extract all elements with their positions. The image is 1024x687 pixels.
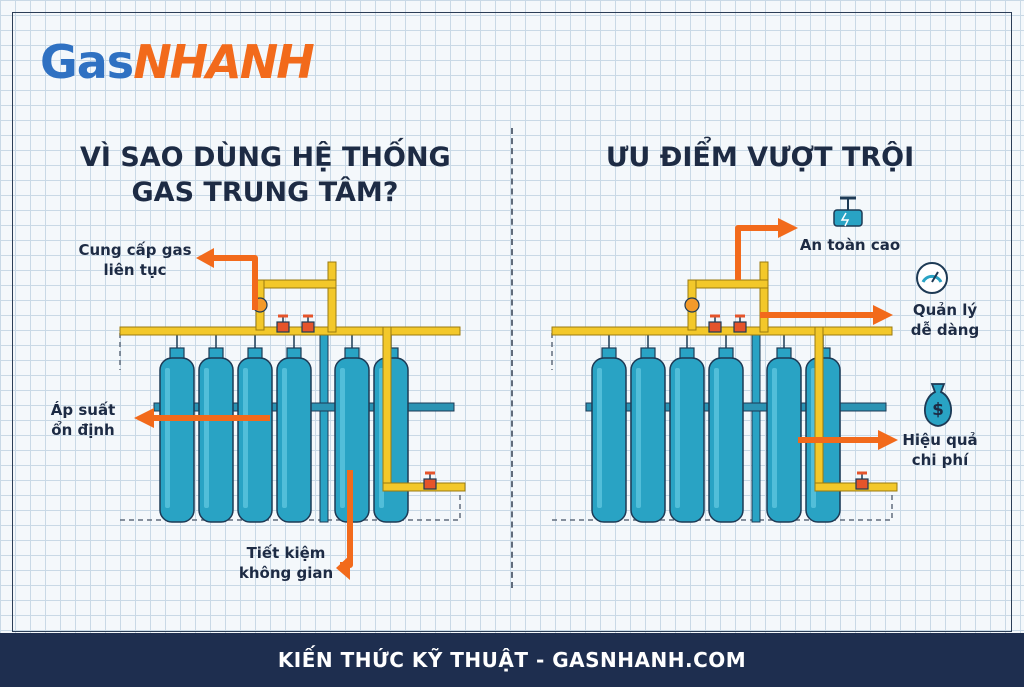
dashed-boundary xyxy=(551,333,893,521)
drop-pipe xyxy=(382,326,392,488)
pipe-stub xyxy=(390,335,422,348)
valve xyxy=(708,321,722,333)
label-line: Tiết kiệm xyxy=(246,544,326,562)
label-cost-efficiency: Hiệu quả chi phí xyxy=(880,430,1000,470)
label-easy-management: Quản lý dễ dàng xyxy=(890,300,1000,340)
content-frame xyxy=(12,12,1012,632)
footer-banner: KIẾN THỨC KỸ THUẬT - GASNHANH.COM xyxy=(0,633,1024,687)
cylinder-highlight xyxy=(204,368,209,508)
money-bag-icon-sack xyxy=(923,383,953,427)
support-post xyxy=(319,329,329,523)
top-pipe xyxy=(691,279,769,289)
label-line: Quản lý xyxy=(912,301,978,319)
label-line: Cung cấp gas xyxy=(78,241,192,259)
valve xyxy=(301,321,315,333)
valve-icon-body xyxy=(833,209,863,227)
label-line: An toàn cao xyxy=(799,236,901,254)
arrow-manage-head xyxy=(873,305,893,325)
gauge-icon-face xyxy=(916,262,948,294)
footer-text: KIẾN THỨC KỸ THUẬT - GASNHANH.COM xyxy=(277,648,747,672)
valve-icon xyxy=(833,196,863,227)
label-save-space: Tiết kiệm không gian xyxy=(226,543,346,583)
logo-nhanh: NHANH xyxy=(133,35,315,89)
regulator xyxy=(684,297,700,313)
label-continuous-supply: Cung cấp gas liên tục xyxy=(70,240,200,280)
arrow-safety-head xyxy=(778,218,798,238)
cylinder-highlight xyxy=(675,368,680,508)
manifold-pipe xyxy=(551,326,893,336)
valve xyxy=(276,321,290,333)
valve xyxy=(733,321,747,333)
gas-system xyxy=(551,261,898,523)
arrow-space-head xyxy=(336,555,350,580)
arrow-cost-head xyxy=(878,430,898,450)
label-line: không gian xyxy=(238,564,334,582)
dashed-boundary xyxy=(119,333,461,521)
pipe-stub xyxy=(822,335,854,348)
cylinder-highlight xyxy=(636,368,641,508)
brand-logo: GasNHANH xyxy=(40,35,315,89)
left-title-line2: GAS TRUNG TÂM? xyxy=(131,177,399,208)
left-title: VÌ SAO DÙNG HỆ THỐNG GAS TRUNG TÂM? xyxy=(80,140,451,210)
arrow-supply-head xyxy=(196,248,214,268)
label-stable-pressure: Áp suất ổn định xyxy=(38,400,128,440)
valve xyxy=(423,478,437,490)
section-divider xyxy=(511,128,513,588)
riser-pipe xyxy=(327,261,337,333)
gas-system xyxy=(119,261,466,523)
gauge-icon xyxy=(916,262,948,294)
cylinder-highlight xyxy=(340,368,345,508)
label-line: chi phí xyxy=(911,451,969,469)
left-title-line1: VÌ SAO DÙNG HỆ THỐNG xyxy=(80,142,451,173)
arrow-supply xyxy=(212,255,258,310)
top-pipe xyxy=(259,279,337,289)
label-line: dễ dàng xyxy=(910,321,980,339)
riser-pipe xyxy=(759,261,769,333)
label-line: ổn định xyxy=(51,421,115,439)
gauge-icon-needle xyxy=(931,271,939,283)
cylinder-highlight xyxy=(243,368,248,508)
label-high-safety: An toàn cao xyxy=(790,235,910,255)
drop-pipe xyxy=(814,326,824,488)
cylinder-highlight xyxy=(165,368,170,508)
money-bag-icon: $ xyxy=(923,383,953,427)
label-line: Hiệu quả xyxy=(902,431,978,449)
label-line: Áp suất xyxy=(50,401,116,419)
system-diagram: $ xyxy=(119,196,953,580)
cylinder-highlight xyxy=(282,368,287,508)
support-post xyxy=(751,329,761,523)
cylinder-highlight xyxy=(714,368,719,508)
label-line: liên tục xyxy=(103,261,167,279)
arrow-safety xyxy=(735,225,780,280)
right-title: ƯU ĐIỂM VƯỢT TRỘI xyxy=(605,142,915,173)
manifold-pipe xyxy=(119,326,461,336)
logo-gas: Gas xyxy=(40,35,134,89)
dollar-glyph: $ xyxy=(932,400,944,420)
cylinder-highlight xyxy=(772,368,777,508)
arrow-pressure-head xyxy=(134,408,154,428)
bolt-glyph xyxy=(840,212,850,227)
cylinder-highlight xyxy=(597,368,602,508)
valve xyxy=(855,478,869,490)
gauge-icon-scale xyxy=(921,274,943,283)
